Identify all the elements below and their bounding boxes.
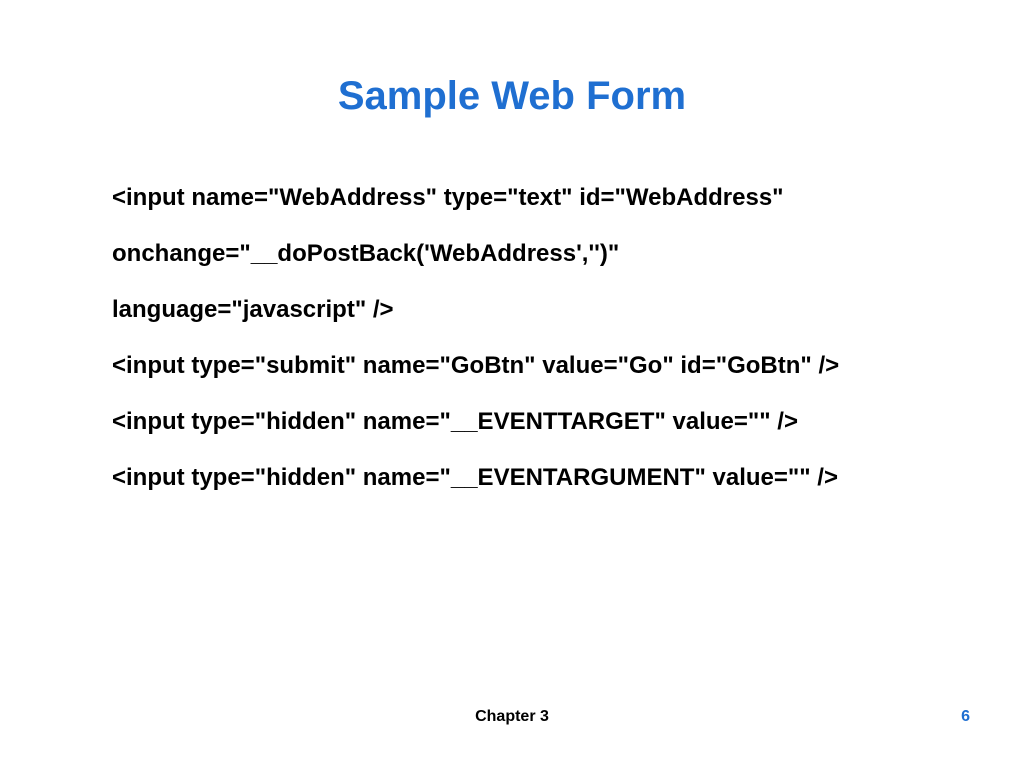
code-line: <input type="hidden" name="__EVENTTARGET… xyxy=(112,408,798,435)
page-number: 6 xyxy=(961,708,970,725)
code-lines: <input name="WebAddress" type="text" id=… xyxy=(112,184,972,520)
slide-title: Sample Web Form xyxy=(337,74,687,118)
code-line: language="javascript" /> xyxy=(112,296,394,323)
footer-chapter: Chapter 3 xyxy=(475,708,549,725)
code-line: onchange="__doPostBack('WebAddress','')" xyxy=(112,240,620,267)
code-line: <input type="hidden" name="__EVENTARGUME… xyxy=(112,464,838,491)
code-line: <input name="WebAddress" type="text" id=… xyxy=(112,184,784,211)
code-line: <input type="submit" name="GoBtn" value=… xyxy=(112,352,840,379)
